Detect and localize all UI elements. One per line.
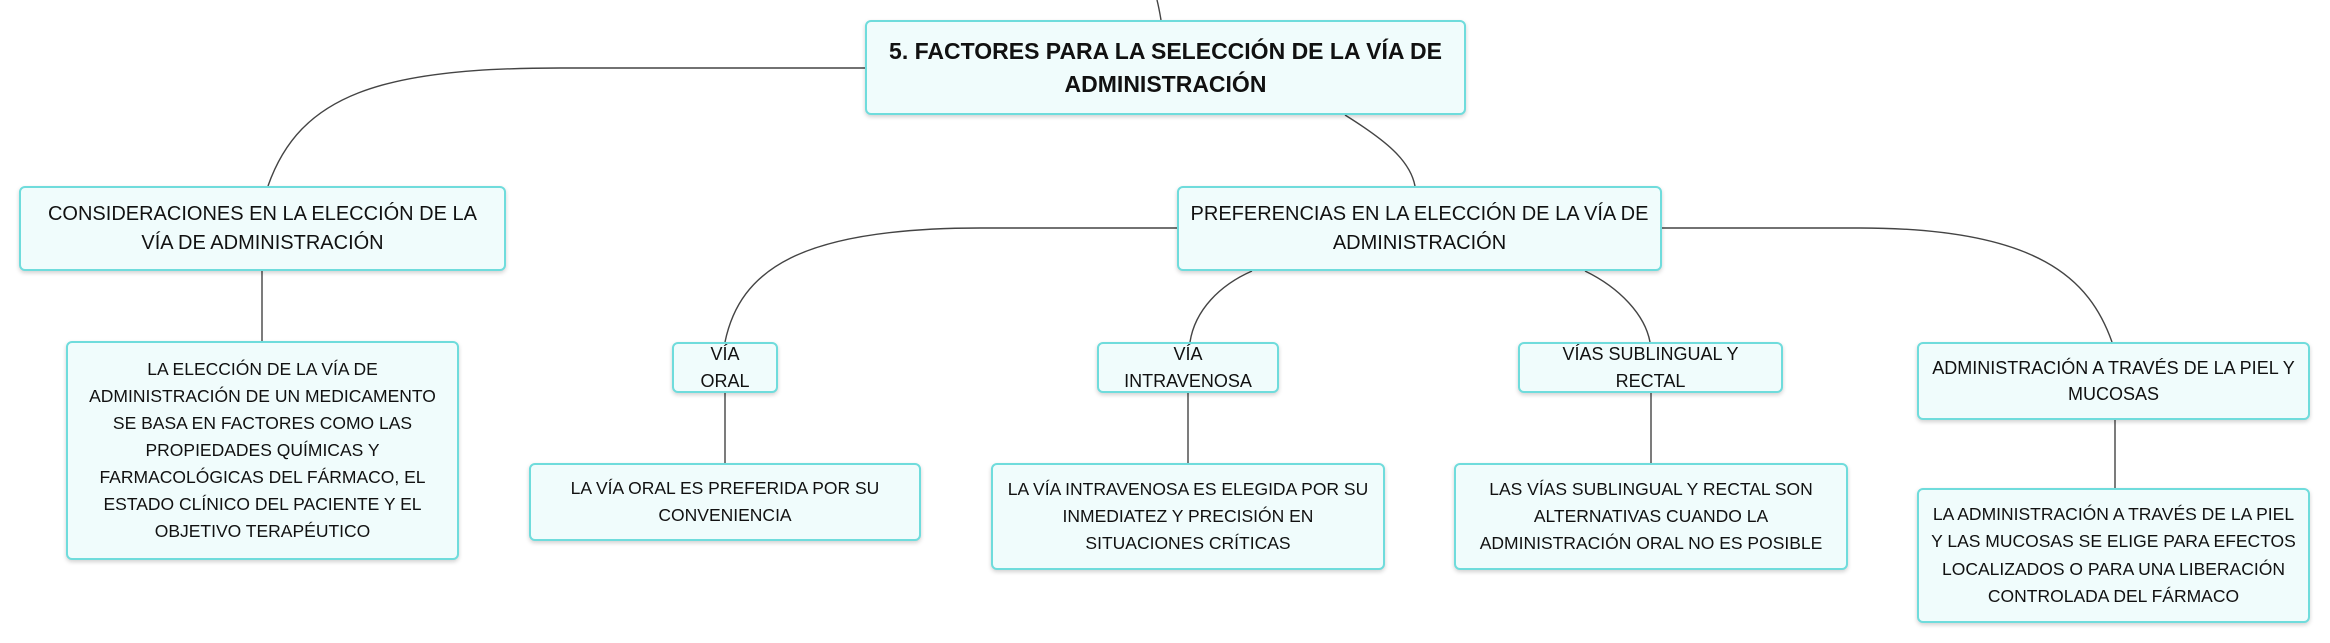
root-node[interactable]: 5. FACTORES PARA LA SELECCIÓN DE LA VÍA …: [865, 20, 1466, 115]
connector-root-considerations: [267, 67, 866, 187]
connector-preferences-oral: [724, 227, 1177, 343]
connector-parent-root: [1156, 0, 1162, 21]
route-detail-oral-text: LA VÍA ORAL ES PREFERIDA POR SU CONVENIE…: [570, 477, 880, 525]
route-detail-skin-mucosa[interactable]: LA ADMINISTRACIÓN A TRAVÉS DE LA PIEL Y …: [1917, 488, 2310, 623]
considerations-node-label: CONSIDERACIONES EN LA ELECCIÓN DE LA VÍA…: [47, 202, 477, 254]
route-label-sublingual-rectal: VÍAS SUBLINGUAL Y RECTAL: [1562, 344, 1739, 391]
route-label-skin-mucosa: ADMINISTRACIÓN A TRAVÉS DE LA PIEL Y MUC…: [1932, 357, 2295, 404]
route-detail-sublingual-rectal[interactable]: LAS VÍAS SUBLINGUAL Y RECTAL SON ALTERNA…: [1454, 463, 1848, 570]
route-detail-intravenous[interactable]: LA VÍA INTRAVENOSA ES ELEGIDA POR SU INM…: [991, 463, 1385, 570]
route-node-skin-mucosa[interactable]: ADMINISTRACIÓN A TRAVÉS DE LA PIEL Y MUC…: [1917, 342, 2310, 420]
route-node-oral[interactable]: VÍA ORAL: [672, 342, 778, 393]
route-node-intravenous[interactable]: VÍA INTRAVENOSA: [1097, 342, 1279, 393]
considerations-detail-node[interactable]: LA ELECCIÓN DE LA VÍA DE ADMINISTRACIÓN …: [66, 341, 459, 560]
route-node-sublingual-rectal[interactable]: VÍAS SUBLINGUAL Y RECTAL: [1518, 342, 1783, 393]
route-detail-skin-mucosa-text: LA ADMINISTRACIÓN A TRAVÉS DE LA PIEL Y …: [1931, 504, 2296, 606]
route-detail-intravenous-text: LA VÍA INTRAVENOSA ES ELEGIDA POR SU INM…: [1007, 478, 1369, 554]
preferences-node[interactable]: PREFERENCIAS EN LA ELECCIÓN DE LA VÍA DE…: [1177, 186, 1662, 271]
root-node-label: 5. FACTORES PARA LA SELECCIÓN DE LA VÍA …: [889, 37, 1442, 97]
considerations-node[interactable]: CONSIDERACIONES EN LA ELECCIÓN DE LA VÍA…: [19, 186, 506, 271]
connector-root-preferences: [1344, 114, 1416, 187]
route-label-intravenous: VÍA INTRAVENOSA: [1124, 344, 1252, 391]
route-label-oral: VÍA ORAL: [700, 344, 750, 391]
connector-preferences-skin: [1661, 227, 2113, 343]
considerations-detail-text: LA ELECCIÓN DE LA VÍA DE ADMINISTRACIÓN …: [89, 358, 436, 542]
preferences-node-label: PREFERENCIAS EN LA ELECCIÓN DE LA VÍA DE…: [1190, 202, 1649, 254]
route-detail-oral[interactable]: LA VÍA ORAL ES PREFERIDA POR SU CONVENIE…: [529, 463, 921, 541]
route-detail-sublingual-rectal-text: LAS VÍAS SUBLINGUAL Y RECTAL SON ALTERNA…: [1479, 478, 1823, 554]
connector-preferences-sublingual: [1584, 270, 1651, 343]
connector-preferences-iv: [1189, 270, 1253, 343]
